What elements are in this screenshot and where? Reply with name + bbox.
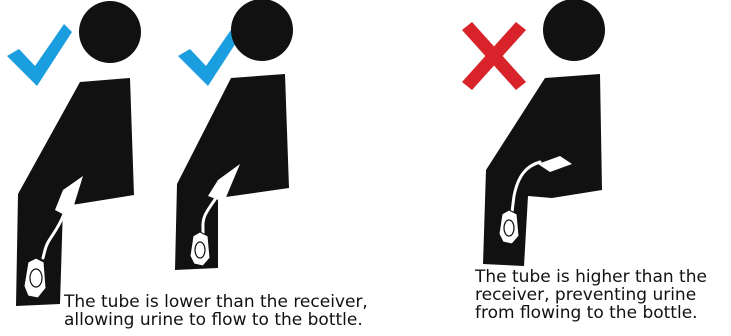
correct-figure-1 — [7, 1, 141, 306]
collection-bottle — [24, 258, 46, 298]
collection-bottle — [499, 210, 519, 244]
person-head — [231, 0, 293, 61]
cross-icon — [462, 22, 526, 90]
collection-bottle — [190, 232, 210, 266]
caption-line: receiver, preventing urine — [475, 286, 707, 304]
caption-line: The tube is lower than the receiver, — [64, 293, 368, 311]
caption-line: from flowing to the bottle. — [475, 304, 707, 322]
correct-caption: The tube is lower than the receiver, all… — [64, 293, 368, 329]
incorrect-figure — [462, 0, 605, 266]
caption-line: allowing urine to flow to the bottle. — [64, 311, 368, 329]
correct-figure-2 — [175, 0, 293, 270]
person-head — [543, 0, 605, 61]
person-head — [79, 1, 141, 63]
caption-line: The tube is higher than the — [475, 268, 707, 286]
incorrect-caption: The tube is higher than the receiver, pr… — [475, 268, 707, 322]
checkmark-icon — [7, 24, 72, 86]
